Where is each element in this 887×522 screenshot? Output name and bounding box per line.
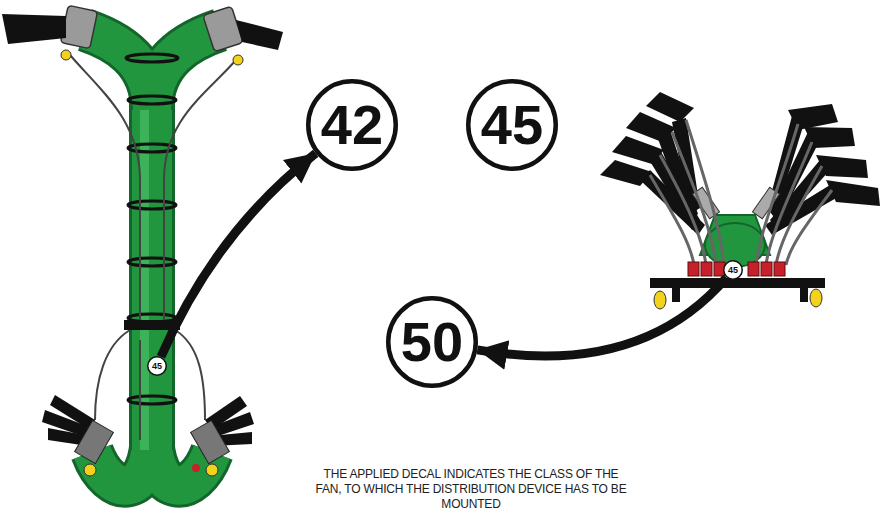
device-part xyxy=(816,155,868,178)
device-part xyxy=(748,262,759,276)
device-part xyxy=(175,330,205,420)
circle-shape xyxy=(388,298,476,386)
device-part xyxy=(788,104,838,130)
fan-class-circle: 42 xyxy=(306,79,398,171)
device-part xyxy=(600,92,880,235)
device-part xyxy=(776,166,822,265)
device-part xyxy=(774,262,785,276)
device-part xyxy=(126,54,178,62)
decal-number: 45 xyxy=(728,266,738,275)
vertical-distribution-device xyxy=(2,5,283,485)
device-part xyxy=(140,70,149,450)
device-part xyxy=(95,330,130,420)
device-part xyxy=(129,70,175,450)
curved-arrow xyxy=(477,278,726,356)
device-part xyxy=(612,136,664,164)
device-part xyxy=(206,464,218,476)
device-part xyxy=(688,262,699,276)
device-part xyxy=(70,55,236,440)
device-part xyxy=(786,190,832,265)
caption-note: THE APPLIED DECAL INDICATES THE CLASS OF… xyxy=(312,467,630,512)
fan-class-circle: 45 xyxy=(466,79,558,171)
device-part xyxy=(126,54,178,404)
class-number: 45 xyxy=(481,97,543,153)
circle-shape xyxy=(308,81,396,169)
device-part xyxy=(84,464,96,476)
device-part xyxy=(203,6,243,51)
device-part xyxy=(236,20,283,50)
device-part xyxy=(128,201,176,209)
device-part xyxy=(686,120,724,265)
device-part xyxy=(654,289,822,309)
device-part xyxy=(660,155,706,265)
device-part xyxy=(756,124,798,265)
device-part xyxy=(701,262,712,276)
fan-class-circle: 50 xyxy=(386,296,478,388)
class-number: 50 xyxy=(401,314,463,370)
device-part xyxy=(600,160,652,186)
circle-shape xyxy=(468,81,556,169)
device-part xyxy=(75,420,114,463)
device-part xyxy=(61,50,71,60)
device-part xyxy=(650,175,694,265)
v-manifold-device xyxy=(600,92,880,309)
device-part xyxy=(650,120,832,265)
device-part xyxy=(233,55,243,65)
device-part xyxy=(191,420,230,463)
device-part xyxy=(654,291,666,309)
device-part xyxy=(692,187,779,218)
device-part xyxy=(128,96,176,104)
curved-arrow xyxy=(161,153,316,357)
device-part xyxy=(810,289,822,307)
device-part xyxy=(70,55,140,325)
class-decal: 45 xyxy=(147,356,167,376)
device-part xyxy=(152,30,220,110)
device-part xyxy=(826,180,880,206)
circle-shape xyxy=(148,357,167,376)
device-part xyxy=(152,30,220,110)
device-part xyxy=(192,464,200,472)
device-part xyxy=(128,258,176,266)
decal-number: 45 xyxy=(152,362,162,371)
device-part xyxy=(800,288,808,302)
device-part xyxy=(650,278,825,288)
circle-shape xyxy=(724,261,743,280)
device-part xyxy=(672,288,680,302)
device-part xyxy=(646,92,694,122)
device-part xyxy=(128,396,176,404)
class-number: 42 xyxy=(321,97,383,153)
device-part xyxy=(761,262,772,276)
device-part xyxy=(139,340,141,440)
class-decal: 45 xyxy=(723,260,743,280)
device-part xyxy=(2,14,66,44)
